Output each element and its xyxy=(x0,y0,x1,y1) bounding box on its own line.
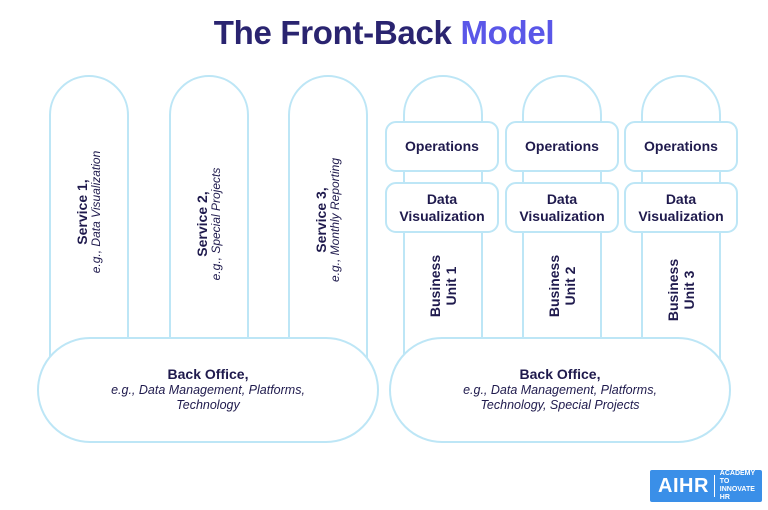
business-unit-1-label: Business Unit 1 xyxy=(427,255,459,317)
data-viz-3-line1: Data xyxy=(665,190,697,207)
business-unit-2-label: Business Unit 2 xyxy=(546,255,578,317)
service-2-label: Service 2, e.g., Special Projects xyxy=(194,168,224,281)
back-office-left-pill xyxy=(37,337,379,443)
service-3-example: e.g., Monthly Reporting xyxy=(328,157,343,283)
service-1-label: Service 1, e.g., Data Visualization xyxy=(74,151,104,274)
back-office-left-label: Back Office, e.g., Data Management, Plat… xyxy=(38,366,378,413)
service-3-name: Service 3, xyxy=(313,187,330,253)
service-2-example: e.g., Special Projects xyxy=(209,167,224,281)
title-accent: Model xyxy=(460,14,555,51)
diagram-title: The Front-Back Model xyxy=(0,14,768,52)
logo-divider xyxy=(713,475,715,497)
logo-tag-line2: INNOVATE HR xyxy=(719,486,755,502)
operations-box-2 xyxy=(505,121,619,172)
operations-label-1: Operations xyxy=(405,138,479,155)
data-viz-3-line2: Visualization xyxy=(638,207,724,224)
data-viz-1-line2: Visualization xyxy=(399,207,485,224)
data-viz-1-line1: Data xyxy=(426,190,458,207)
back-office-left-title: Back Office, xyxy=(167,366,249,382)
business-unit-2-line2: Unit 2 xyxy=(562,266,578,306)
back-office-right-title: Back Office, xyxy=(519,366,601,382)
service-1-example: e.g., Data Visualization xyxy=(89,150,104,274)
back-office-right-line2: Technology, Special Projects xyxy=(480,397,640,412)
aihr-logo: AIHR ACADEMY TO INNOVATE HR xyxy=(650,470,762,502)
data-visualization-box-3 xyxy=(624,182,738,233)
logo-tag-line1: ACADEMY TO xyxy=(719,469,756,485)
business-unit-2-line1: Business xyxy=(545,254,562,318)
business-unit-3-label: Business Unit 3 xyxy=(665,259,697,321)
data-viz-2-line1: Data xyxy=(546,190,578,207)
back-office-left-line2: Technology xyxy=(176,397,240,412)
service-2-name: Service 2, xyxy=(194,191,211,257)
business-unit-3-line2: Unit 3 xyxy=(681,270,697,310)
data-visualization-label-3: Data Visualization xyxy=(625,183,737,232)
data-visualization-box-2 xyxy=(505,182,619,233)
operations-label-2: Operations xyxy=(525,138,599,155)
data-visualization-label-1: Data Visualization xyxy=(386,183,498,232)
data-visualization-box-1 xyxy=(385,182,499,233)
back-office-right-pill xyxy=(389,337,731,443)
operations-label-3: Operations xyxy=(644,138,718,155)
business-unit-3-line1: Business xyxy=(664,258,681,322)
logo-mark: AIHR xyxy=(658,474,709,497)
title-prefix: The Front-Back xyxy=(213,14,461,51)
back-office-left-line1: e.g., Data Management, Platforms, xyxy=(111,382,305,397)
logo-tagline: ACADEMY TO INNOVATE HR xyxy=(720,470,762,502)
service-1-name: Service 1, xyxy=(74,179,91,245)
data-viz-2-line2: Visualization xyxy=(519,207,605,224)
business-unit-1-line2: Unit 1 xyxy=(443,266,459,306)
back-office-right-line1: e.g., Data Management, Platforms, xyxy=(463,382,657,397)
operations-box-1 xyxy=(385,121,499,172)
data-visualization-label-2: Data Visualization xyxy=(506,183,618,232)
operations-box-3 xyxy=(624,121,738,172)
business-unit-1-line1: Business xyxy=(426,254,443,318)
back-office-right-label: Back Office, e.g., Data Management, Plat… xyxy=(390,366,730,413)
service-3-label: Service 3, e.g., Monthly Reporting xyxy=(313,158,343,282)
